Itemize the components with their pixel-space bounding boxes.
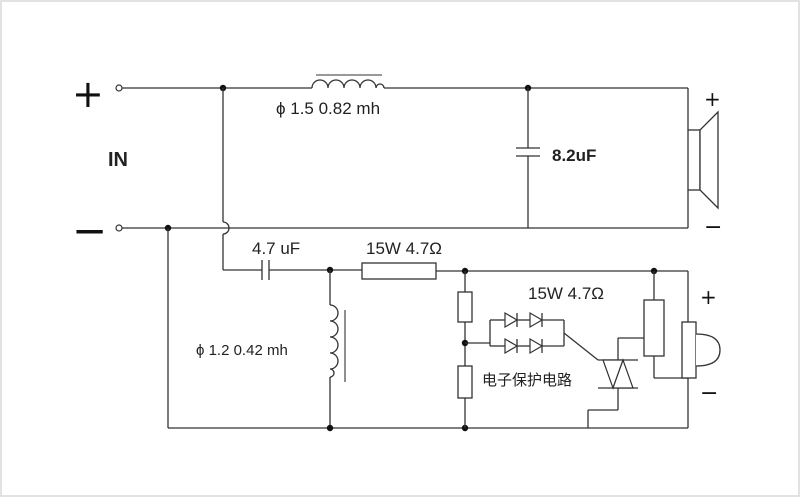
resistor-divider-top bbox=[457, 271, 473, 366]
capacitor-c1-label: 8.2uF bbox=[552, 146, 596, 165]
diode-array bbox=[465, 311, 599, 361]
midrange-minus-sign: − bbox=[700, 381, 718, 406]
protection-circuit-label: 电子保护电路 bbox=[482, 372, 572, 389]
inductor-l1 bbox=[311, 74, 385, 89]
tweeter-minus-sign: − bbox=[704, 215, 722, 240]
resistor-r2-label: 15W 4.7Ω bbox=[528, 284, 604, 303]
junction-dot bbox=[326, 424, 334, 432]
capacitor-c2-label: 4.7 uF bbox=[252, 239, 300, 258]
resistor-divider-bottom bbox=[457, 365, 473, 428]
input-label: IN bbox=[108, 149, 128, 171]
input-minus-terminal bbox=[115, 224, 123, 232]
tweeter-icon bbox=[687, 110, 719, 210]
triac-switch bbox=[587, 337, 654, 428]
input-minus-sign: − bbox=[72, 206, 107, 255]
capacitor-c2 bbox=[261, 260, 362, 280]
capacitor-c1 bbox=[516, 88, 540, 228]
inductor-l2-label: ϕ 1.2 0.42 mh bbox=[196, 342, 288, 359]
inductor-l1-label: ϕ 1.5 0.82 mh bbox=[276, 99, 380, 118]
negative-rail bbox=[122, 190, 689, 229]
lower-return-rail bbox=[168, 378, 689, 429]
resistor-r1-label: 15W 4.7Ω bbox=[366, 239, 442, 258]
top-rail bbox=[122, 87, 689, 130]
resistor-r1 bbox=[361, 262, 689, 322]
input-plus-terminal bbox=[115, 84, 123, 92]
inductor-l2 bbox=[329, 270, 346, 428]
midrange-plus-sign: + bbox=[700, 285, 717, 309]
tweeter-plus-sign: + bbox=[704, 87, 721, 111]
input-plus-sign: + bbox=[72, 72, 104, 116]
midrange-speaker-icon bbox=[681, 321, 721, 379]
